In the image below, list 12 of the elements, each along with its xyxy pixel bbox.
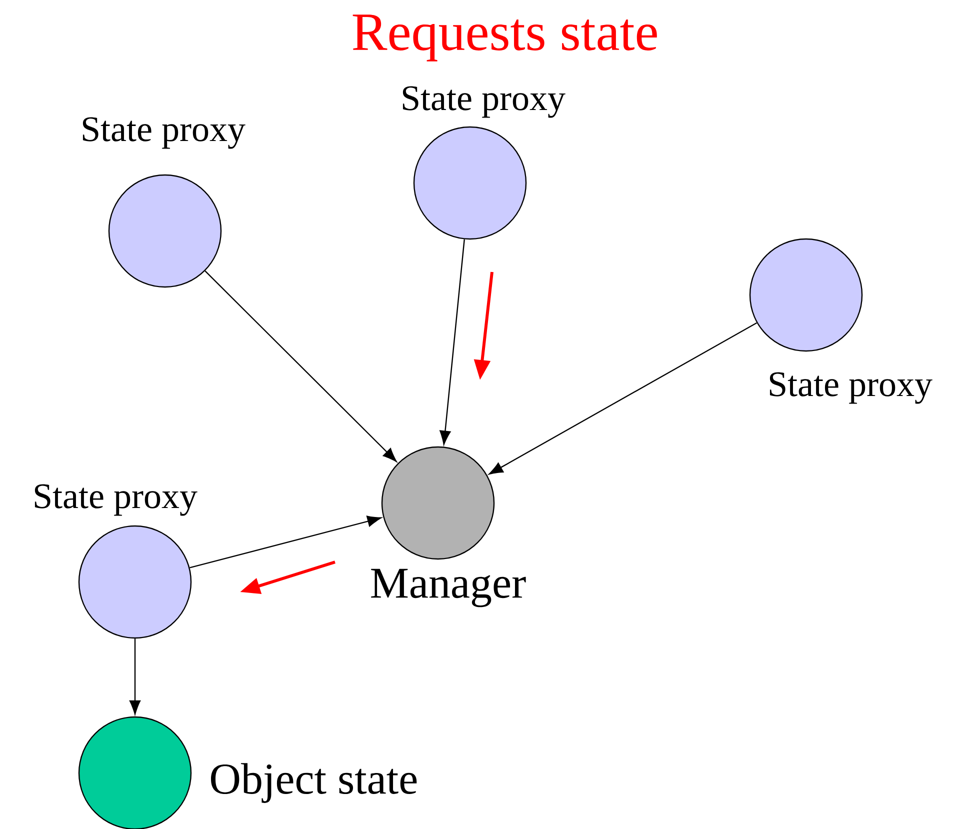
arrow [488, 322, 758, 475]
arrow [190, 516, 382, 568]
node-label: State proxy [770, 372, 932, 404]
node-label: State proxy [402, 86, 566, 118]
node-label: Object state [211, 763, 417, 803]
title: Requests state [352, 14, 657, 62]
node-label: State proxy [82, 117, 246, 149]
arrow [440, 239, 465, 445]
arrow [204, 270, 397, 462]
node-label: Manager [371, 568, 526, 608]
node-label: State proxy [34, 484, 198, 516]
arrow [129, 638, 141, 715]
